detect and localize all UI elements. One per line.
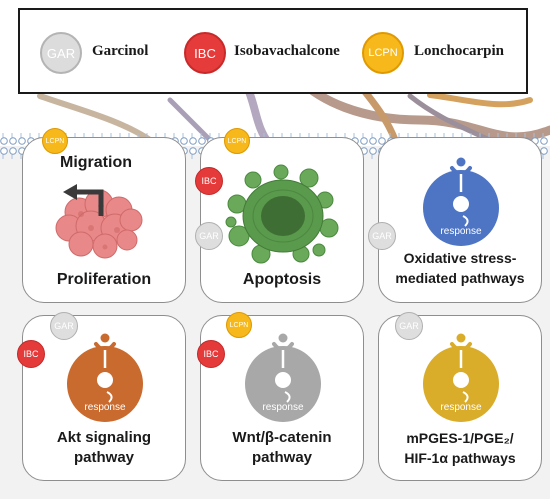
lipid-head: [360, 137, 368, 145]
signal-arrow: [462, 215, 469, 227]
lcpn-badge-apoptosis: LCPN: [224, 128, 250, 154]
signal-arrow: [462, 391, 469, 403]
ligand: [278, 333, 288, 343]
response-label: response: [440, 402, 482, 413]
lcpn-badge-migration: LCPN: [42, 128, 68, 154]
gar-badge-text: GAR: [199, 231, 219, 241]
lcpn-badge-text: LCPN: [45, 137, 65, 145]
lipid-head: [189, 137, 197, 145]
gar-badge-mpges: GAR: [395, 312, 423, 340]
migration-label: Migration: [60, 154, 132, 171]
gar-badge-text: GAR: [372, 231, 392, 241]
ibc-badge-akt: IBC: [17, 340, 45, 368]
ibc-badge-text: IBC: [201, 176, 217, 186]
receptor-mpges-icon: response: [423, 333, 499, 422]
wnt-card: response Wnt/β-catenin pathway: [200, 315, 364, 481]
receptor-core: [97, 372, 113, 388]
legend-lcpn-badge: LCPN: [362, 32, 404, 74]
lcpn-badge-text: LCPN: [227, 137, 247, 145]
legend-lcpn-abbr: LCPN: [368, 47, 398, 59]
lcpn-badge-wnt: LCPN: [226, 312, 252, 338]
ibc-badge-wnt: IBC: [197, 340, 225, 368]
receptor-wnt-icon: response: [245, 333, 321, 422]
ibc-badge-text: IBC: [203, 349, 219, 359]
oxidative-stress-card: response Oxidative stress- mediated path…: [378, 137, 542, 303]
legend-ibc-abbr: IBC: [194, 45, 216, 61]
legend-gar-label: Garcinol: [92, 43, 149, 59]
migration-proliferation-card: Migration: [22, 137, 186, 303]
lipid-head: [0, 147, 8, 155]
oxidative-label-line1: Oxidative stress-: [403, 250, 517, 266]
gar-badge-text: GAR: [54, 321, 74, 331]
mpges-card: response mPGES-1/PGE₂/ HIF-1α pathways: [378, 315, 542, 481]
wnt-label-line2: pathway: [251, 449, 312, 466]
oxidative-label-line2: mediated pathways: [395, 270, 525, 286]
lipid-head: [9, 147, 17, 155]
legend-gar-abbr: GAR: [46, 45, 76, 61]
receptor-core: [453, 372, 469, 388]
tumor-cluster-icon: [55, 184, 143, 259]
gar-badge-apoptosis: GAR: [195, 222, 223, 250]
response-label: response: [262, 402, 304, 413]
ligand: [456, 157, 466, 167]
lipid-head: [189, 147, 197, 155]
lipid-head: [369, 147, 377, 155]
lipid-head: [9, 137, 17, 145]
receptor-oxidative-icon: response: [423, 157, 499, 246]
wnt-label-line1: Wnt/β-catenin: [232, 429, 332, 446]
akt-label-line1: Akt signaling: [56, 429, 152, 446]
lipid-head: [18, 137, 26, 145]
response-label: response: [84, 402, 126, 413]
gar-badge-text: GAR: [399, 321, 419, 331]
lipid-head: [540, 137, 548, 145]
response-label: response: [440, 226, 482, 237]
gar-badge-akt: GAR: [50, 312, 78, 340]
akt-card: response Akt signaling pathway: [22, 315, 186, 481]
legend-ibc-label: Isobavachalcone: [234, 43, 340, 59]
proliferation-label: Proliferation: [56, 271, 152, 288]
legend-lcpn-label: Lonchocarpin: [414, 43, 505, 59]
ibc-badge-text: IBC: [23, 349, 39, 359]
mpges-label-line2: HIF-1α pathways: [404, 450, 516, 466]
mpges-label-line1: mPGES-1/PGE₂/: [406, 430, 514, 446]
apoptotic-cell-icon: [225, 164, 339, 264]
lcpn-badge-text: LCPN: [229, 321, 249, 329]
signal-arrow: [284, 391, 291, 403]
migration-arrow-icon: [63, 184, 104, 216]
lipid-head: [180, 137, 188, 145]
ligand: [100, 333, 110, 343]
receptor-core: [275, 372, 291, 388]
gar-badge-oxidative: GAR: [368, 222, 396, 250]
legend: GAR Garcinol IBC Isobavachalcone LCPN Lo…: [18, 8, 528, 94]
receptor-core: [453, 196, 469, 212]
lipid-head: [198, 137, 206, 145]
ibc-badge-apoptosis: IBC: [195, 167, 223, 195]
akt-label-line2: pathway: [73, 449, 134, 466]
apoptosis-label: Apoptosis: [242, 271, 322, 288]
apoptosis-card: Apoptosis: [200, 137, 364, 303]
legend-ibc-badge: IBC: [184, 32, 226, 74]
lipid-head: [0, 137, 8, 145]
lipid-head: [369, 137, 377, 145]
ligand: [456, 333, 466, 343]
legend-gar-badge: GAR: [40, 32, 82, 74]
receptor-akt-icon: response: [67, 333, 143, 422]
signal-arrow: [106, 391, 113, 403]
